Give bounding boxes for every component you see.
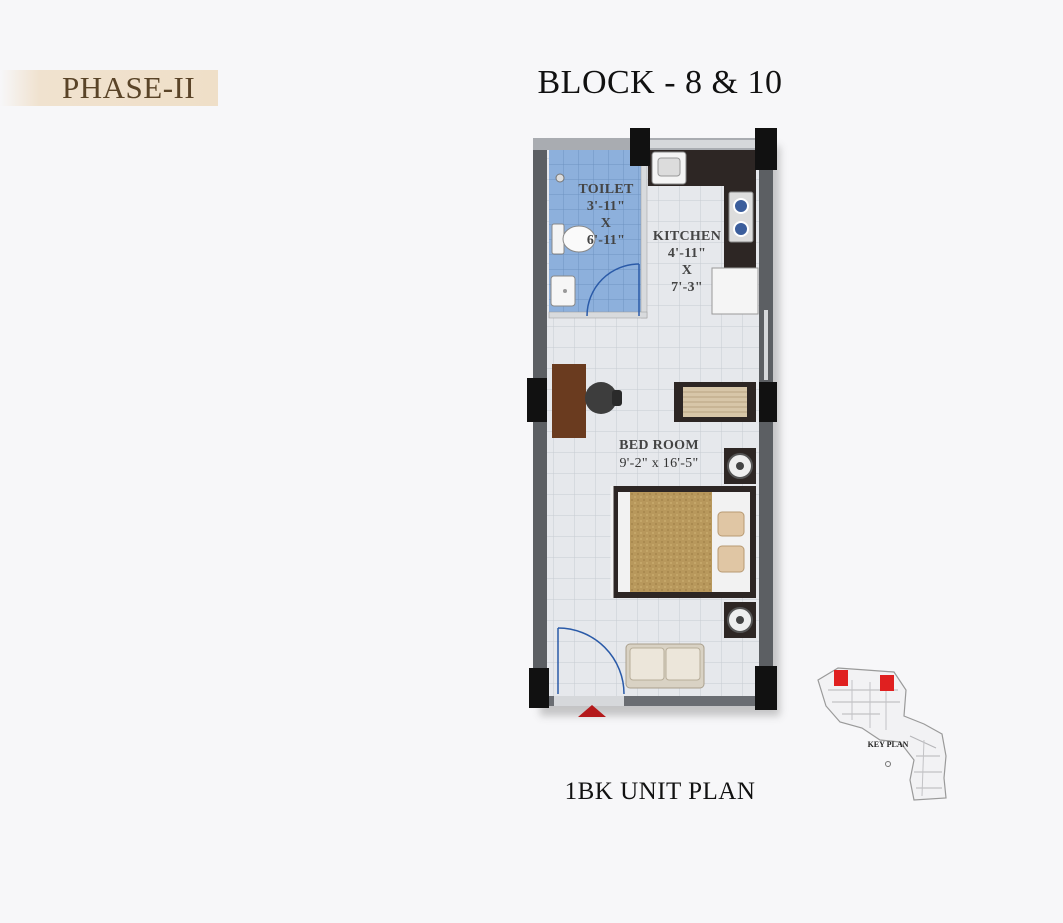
wc-bowl [562, 225, 596, 253]
pillow-top [717, 511, 745, 537]
key-plan-label: KEY PLAN [867, 740, 909, 749]
key-highlight-block-10 [880, 675, 894, 691]
kitchen-sep: X [681, 263, 693, 278]
fridge [711, 267, 759, 315]
kitchen-label: KITCHEN 4'-11" X 7'-3" [643, 228, 731, 296]
column [527, 378, 547, 422]
column [529, 668, 549, 708]
toilet-name: TOILET [578, 182, 634, 197]
window-top [645, 140, 755, 148]
shower-head [555, 173, 565, 183]
unit-plan-title: 1BK UNIT PLAN [564, 778, 756, 805]
pillow-bottom [717, 545, 745, 573]
block-title: BLOCK - 8 & 10 [537, 64, 783, 101]
bed-spread [630, 492, 712, 592]
column [630, 128, 650, 166]
door-opening [554, 696, 624, 706]
study-chair [585, 382, 617, 414]
study-table [552, 364, 586, 438]
bedroom-size: 9'-2" x 16'-5" [619, 456, 699, 471]
entrance-arrow-icon [578, 705, 606, 717]
phase-banner [0, 70, 218, 106]
toilet-bottom-wall [548, 311, 648, 319]
column [755, 666, 777, 710]
key-plan-marker [885, 761, 891, 767]
toilet-door-swing [586, 263, 640, 317]
key-highlight-block-8 [834, 670, 848, 686]
toilet-sep: X [600, 216, 612, 231]
bedroom-name: BED ROOM [619, 438, 699, 453]
wall-bottom [533, 696, 773, 706]
window-right [764, 310, 768, 380]
toilet-width: 3'-11" [586, 199, 626, 214]
column [755, 128, 777, 170]
toilet-length: 6'-11" [586, 233, 626, 248]
toilet-label: TOILET 3'-11" X 6'-11" [563, 181, 649, 249]
kitchen-name: KITCHEN [652, 229, 722, 244]
key-plan-map [817, 667, 947, 801]
kitchen-length: 7'-3" [671, 280, 703, 295]
bedroom-label: BED ROOM [596, 437, 722, 454]
phase-label: PHASE-II [62, 70, 196, 105]
column [759, 382, 777, 422]
main-door-swing [557, 627, 625, 695]
kitchen-width: 4'-11" [667, 246, 707, 261]
